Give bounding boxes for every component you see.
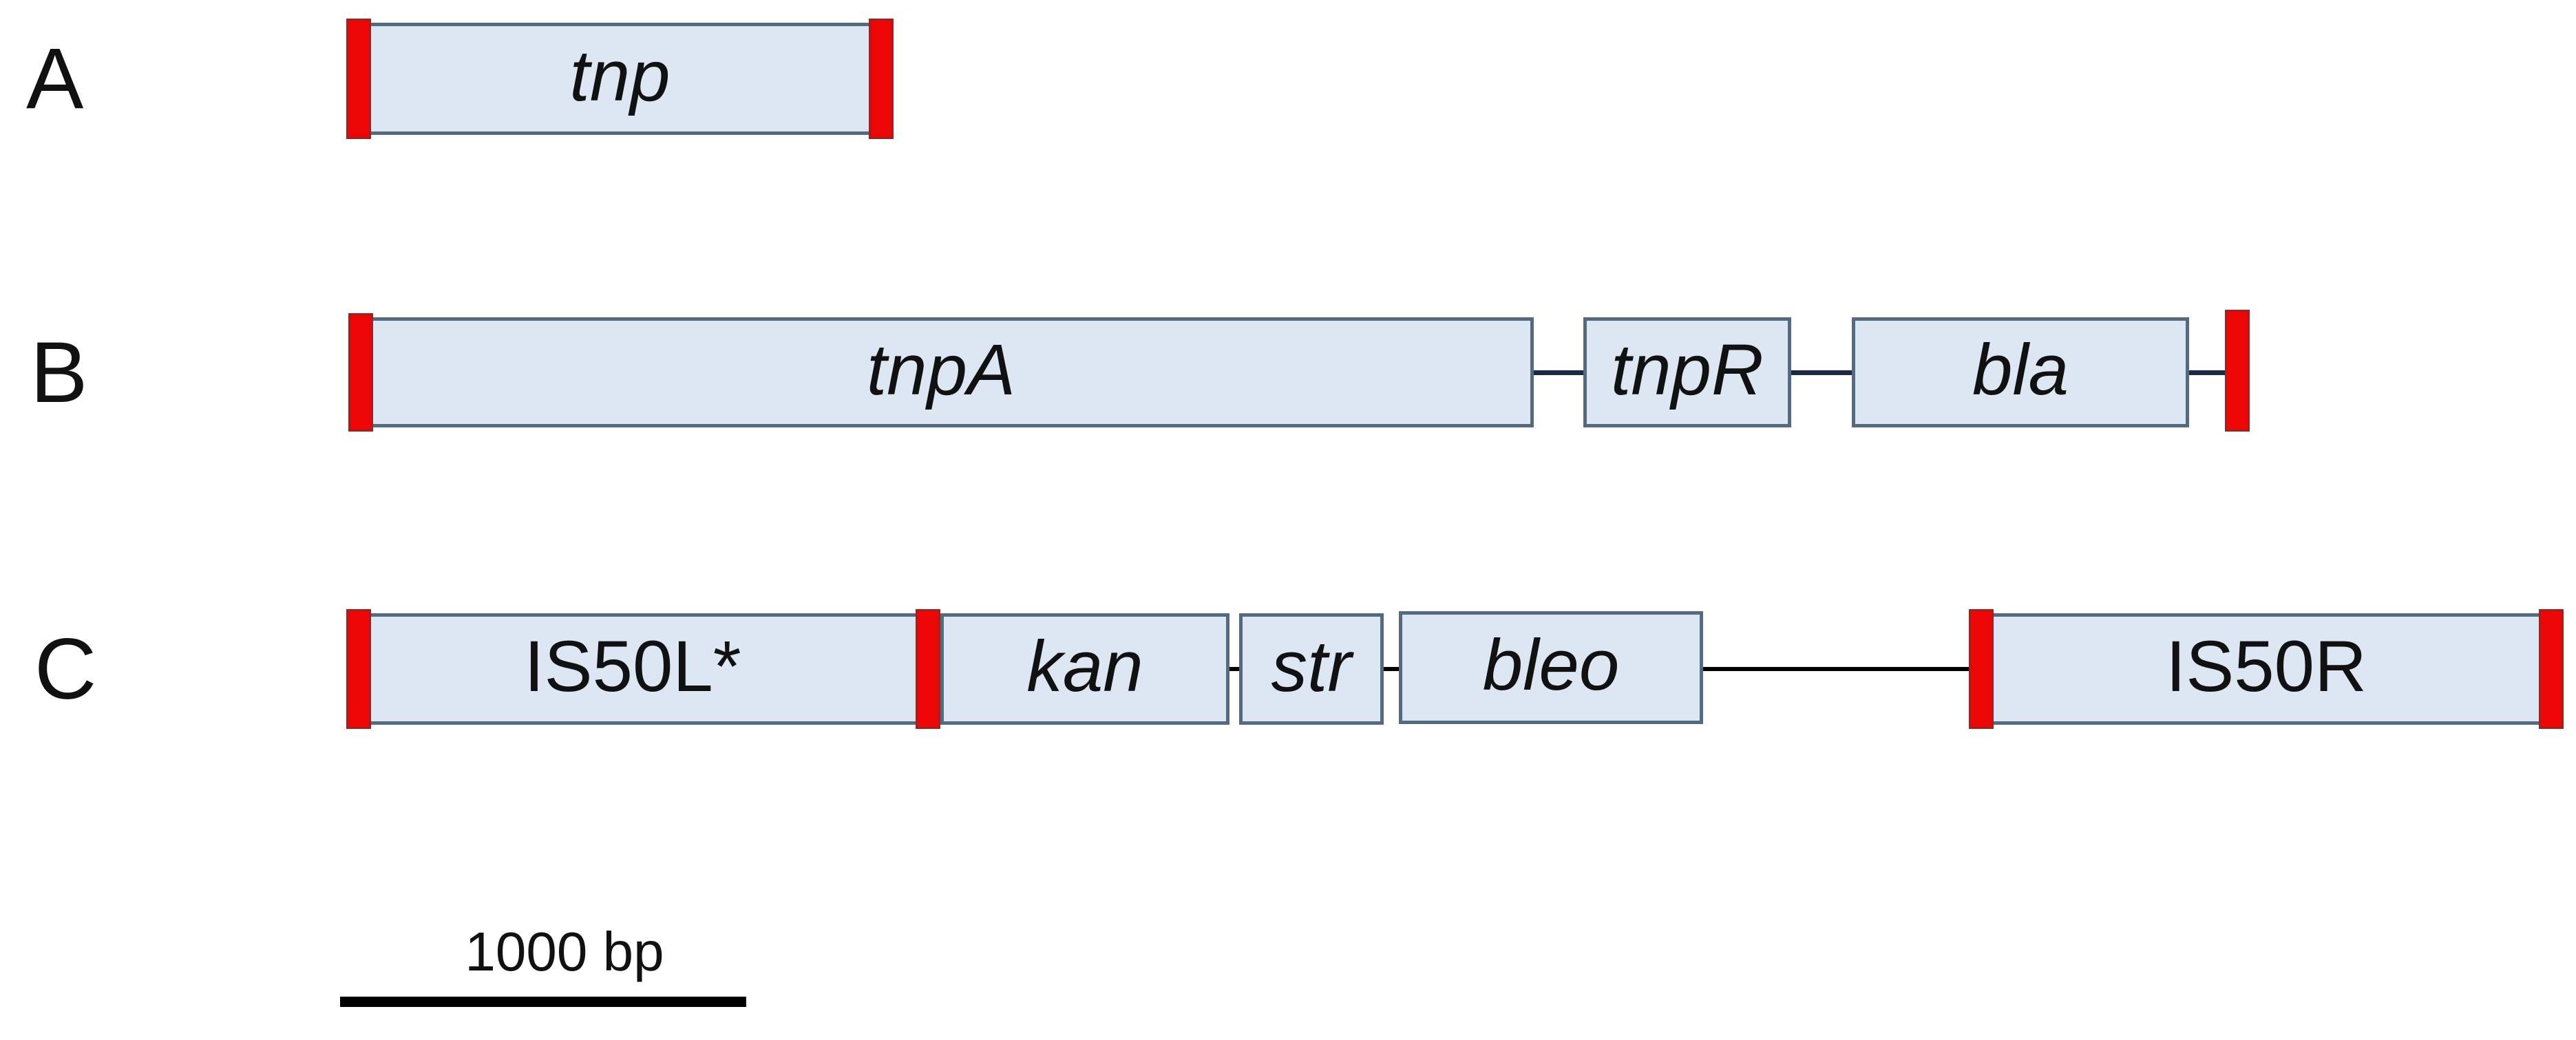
inverted-repeat-bar-a-left (346, 19, 371, 139)
gene-label-tnpA: tnpA (867, 329, 1015, 410)
connector-bla-end (2189, 370, 2225, 375)
connector-tnpA-tnpR (1534, 370, 1583, 375)
gene-box-bla: bla (1852, 317, 2189, 427)
inverted-repeat-bar-c-outer-right (2539, 609, 2564, 729)
gene-label-tnpR: tnpR (1611, 329, 1764, 410)
gene-label-is50r: IS50R (2166, 626, 2367, 707)
connector-tnpR-bla (1791, 370, 1852, 375)
gene-box-bleo: bleo (1399, 611, 1703, 724)
scale-bar-line (340, 997, 746, 1007)
gene-label-kan: kan (1026, 626, 1143, 707)
gene-label-bla: bla (1972, 329, 2069, 410)
connector-bleo-is50r (1703, 667, 1972, 671)
gene-box-str: str (1239, 613, 1384, 725)
inverted-repeat-bar-c-outer-left (346, 609, 371, 729)
inverted-repeat-bar-b-left (348, 313, 373, 432)
gene-label-is50l: IS50L* (524, 626, 741, 707)
row-label-b: B (30, 324, 88, 421)
gene-box-tnpA: tnpA (348, 317, 1534, 427)
gene-box-is50l: IS50L* (346, 613, 919, 725)
inverted-repeat-bar-b-right (2225, 310, 2250, 432)
gene-box-tnp: tnp (346, 23, 894, 135)
gene-box-is50r: IS50R (1969, 613, 2564, 725)
scale-bar-label: 1000 bp (465, 921, 664, 982)
gene-box-tnpR: tnpR (1583, 317, 1791, 427)
inverted-repeat-bar-a-right (869, 19, 894, 139)
inverted-repeat-bar-c-inner-left (916, 609, 940, 729)
connector-str-bleo (1384, 667, 1399, 671)
gene-label-tnp: tnp (569, 36, 671, 116)
connector-kan-str (1229, 667, 1239, 671)
gene-label-str: str (1271, 626, 1352, 707)
gene-label-bleo: bleo (1482, 624, 1620, 705)
inverted-repeat-bar-c-inner-right (1969, 609, 1994, 729)
row-label-c: C (34, 621, 97, 717)
gene-box-kan: kan (940, 613, 1229, 725)
row-label-a: A (26, 31, 84, 127)
